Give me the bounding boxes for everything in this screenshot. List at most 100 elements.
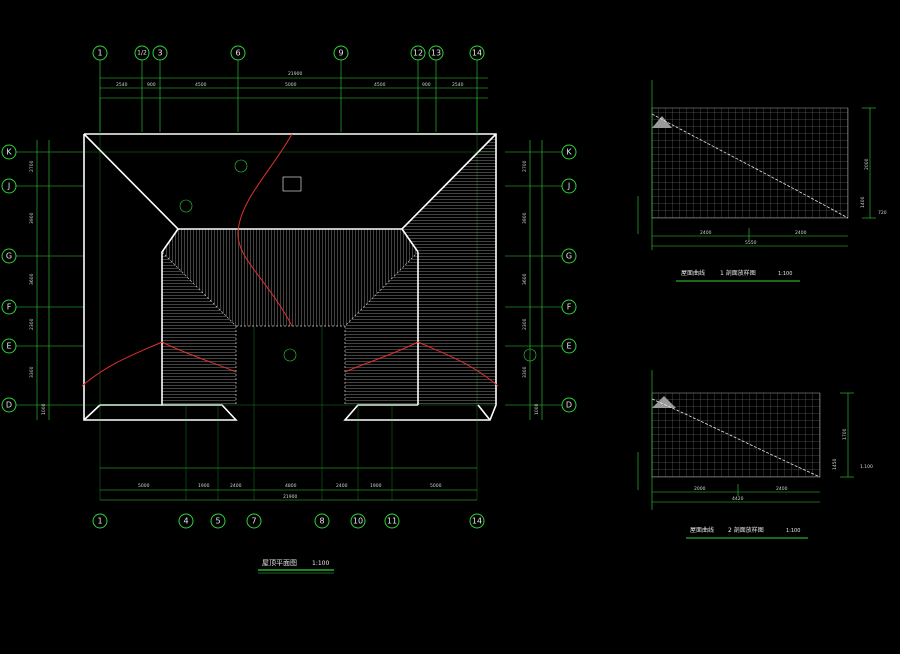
top-total-dim: 21900 xyxy=(288,71,302,77)
right-dim-5: 3300 xyxy=(522,366,528,378)
chimney-rect xyxy=(282,176,302,192)
section-1-dim-total: 5550 xyxy=(745,240,757,246)
top-dim-1: 2540 xyxy=(116,82,128,88)
svg-text:F: F xyxy=(7,303,12,312)
svg-text:K: K xyxy=(566,148,572,157)
section-2-grid xyxy=(651,392,821,478)
svg-text:5: 5 xyxy=(215,517,220,526)
top-dim-7: 2540 xyxy=(452,82,464,88)
svg-text:6: 6 xyxy=(235,49,240,58)
plan-grid-lines xyxy=(84,98,496,500)
section-2-drawing: 2000 2400 4420 1700 1450 1.100 屋面曲线 2 剖面… xyxy=(637,370,873,539)
axis-bubble-left-J: J xyxy=(1,178,17,194)
right-axis-bubbles: K J G F E D xyxy=(561,144,577,413)
axis-bubble-left-D: D xyxy=(1,397,17,413)
detail-marker-4 xyxy=(523,348,537,362)
axis-bubble-top-12: 12 xyxy=(410,45,426,61)
right-dim-6: 1000 xyxy=(534,403,540,415)
right-dim-4: 2300 xyxy=(522,318,528,330)
left-dim-1: 2700 xyxy=(29,160,35,172)
svg-text:1: 1 xyxy=(97,517,102,526)
axis-bubble-left-F: F xyxy=(1,299,17,315)
top-dim-6: 900 xyxy=(422,82,431,88)
axis-bubble-right-K: K xyxy=(561,144,577,160)
svg-text:4: 4 xyxy=(183,517,188,526)
section-1-height-2: 1400 xyxy=(860,196,866,208)
section-1-drawing: 2400 2400 5550 2000 1400 720 屋面曲线 1 剖面放样… xyxy=(637,80,887,282)
top-axis-bubbles: 1 1/2 3 6 9 12 13 14 xyxy=(92,45,485,61)
right-dim-2: 3900 xyxy=(522,212,528,224)
hip-lines xyxy=(161,251,419,405)
axis-bubble-bottom-7: 7 xyxy=(246,513,262,529)
section-1-title-block: 屋面曲线 1 剖面放样图 1:100 xyxy=(676,269,800,282)
section-1-eave-fill xyxy=(652,116,672,128)
axis-bubble-top-9: 9 xyxy=(333,45,349,61)
axis-bubble-left-K: K xyxy=(1,144,17,160)
roof-curves xyxy=(81,133,499,387)
section-2-scale: 1:100 xyxy=(786,528,800,534)
bottom-dimension-lines xyxy=(100,467,477,501)
bottom-total-dim: 21900 xyxy=(283,494,297,500)
svg-text:K: K xyxy=(6,148,12,157)
svg-text:J: J xyxy=(7,182,10,191)
top-dim-2: 900 xyxy=(147,82,156,88)
axis-bubble-bottom-1: 1 xyxy=(92,513,108,529)
plan-scale: 1:100 xyxy=(312,560,329,567)
svg-text:E: E xyxy=(566,342,571,351)
section-2-dim-2: 2400 xyxy=(776,486,788,492)
section-2-dim-total: 4420 xyxy=(732,496,744,502)
section-1-subtitle: 1 剖面放样图 xyxy=(720,269,756,277)
detail-marker-2 xyxy=(234,159,248,173)
svg-text:3: 3 xyxy=(157,49,162,58)
top-dim-5: 4500 xyxy=(374,82,386,88)
plan-title-block: 屋顶平面图 1:100 xyxy=(258,559,334,574)
roof-plane-left-wing xyxy=(162,252,236,405)
svg-text:12: 12 xyxy=(413,49,423,58)
svg-text:1: 1 xyxy=(97,49,102,58)
svg-text:11: 11 xyxy=(387,517,397,526)
axis-bubble-top-14: 14 xyxy=(469,45,485,61)
row-axis-lines xyxy=(16,140,562,420)
axis-bubble-bottom-11: 11 xyxy=(384,513,400,529)
bottom-dim-7: 5000 xyxy=(430,483,442,489)
svg-text:F: F xyxy=(567,303,572,312)
svg-text:7: 7 xyxy=(251,517,256,526)
axis-bubble-right-G: G xyxy=(561,248,577,264)
svg-text:E: E xyxy=(6,342,11,351)
svg-text:14: 14 xyxy=(472,517,482,526)
svg-text:1/2: 1/2 xyxy=(137,50,147,57)
section-1-height-3: 720 xyxy=(878,210,887,216)
section-1-scale: 1:100 xyxy=(778,271,792,277)
bottom-dim-5: 2400 xyxy=(336,483,348,489)
bottom-dim-labels: 5000 1900 2400 4800 2400 1900 5000 21900 xyxy=(138,483,442,500)
section-2-dim-1: 2000 xyxy=(694,486,706,492)
svg-text:14: 14 xyxy=(472,49,482,58)
svg-text:G: G xyxy=(6,252,12,261)
svg-text:8: 8 xyxy=(319,517,324,526)
roof-plan: 21900 2540 900 4500 5000 4500 900 2540 1… xyxy=(1,45,577,574)
left-dim-5: 3300 xyxy=(29,366,35,378)
plan-annotations xyxy=(179,159,537,362)
section-2-height-3: 1.100 xyxy=(860,464,873,470)
plan-title: 屋顶平面图 xyxy=(262,559,297,567)
axis-bubble-bottom-14: 14 xyxy=(469,513,485,529)
top-dim-3: 4500 xyxy=(195,82,207,88)
roof-plane-right-wing xyxy=(345,252,418,405)
top-dimension-lines xyxy=(99,60,488,132)
svg-text:D: D xyxy=(6,401,12,410)
axis-bubble-top-3: 3 xyxy=(152,45,168,61)
bottom-dim-2: 1900 xyxy=(198,483,210,489)
top-dim-labels: 2540 900 4500 5000 4500 900 2540 xyxy=(116,82,464,88)
svg-text:10: 10 xyxy=(353,517,363,526)
axis-bubble-right-F: F xyxy=(561,299,577,315)
axis-bubble-top-1-2: 1/2 xyxy=(134,45,150,61)
roof-hatch-planes xyxy=(162,134,496,405)
axis-bubble-left-G: G xyxy=(1,248,17,264)
section-2-title-block: 屋面曲线 2 剖面放样图 1:100 xyxy=(686,526,808,539)
right-dim-1: 2700 xyxy=(522,160,528,172)
axis-bubble-top-13: 13 xyxy=(428,45,444,61)
section-2-eave-fill xyxy=(652,396,676,408)
section-2-dims xyxy=(637,370,854,510)
